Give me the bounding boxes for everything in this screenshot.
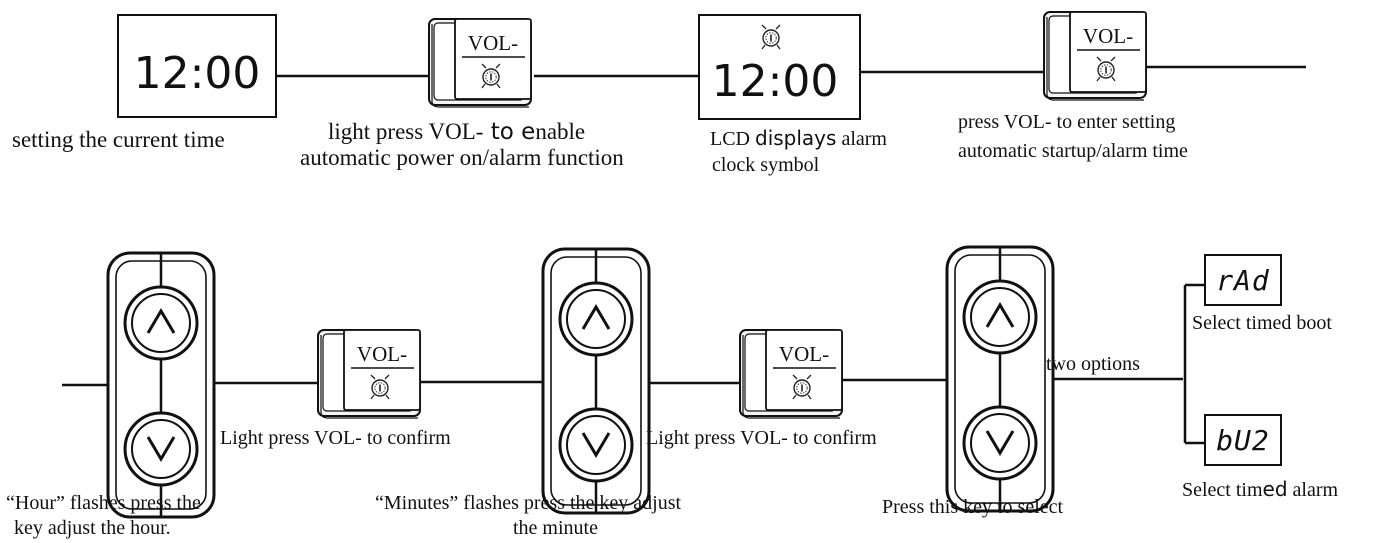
vol-key-label-1: VOL-	[468, 31, 518, 55]
caption-light-press-enable: light press VOL- to enable	[328, 120, 585, 145]
caption-lcd-line2: clock symbol	[712, 155, 819, 177]
caption-lcd-a: LCD	[710, 128, 755, 150]
lcd-time-1: 12:00	[134, 48, 261, 99]
option-2-label-c: alarm	[1288, 479, 1339, 501]
lcd-display-1: 12:00	[118, 15, 276, 117]
caption-hour-line2: key adjust the hour.	[14, 518, 171, 540]
lcd-display-2: 12:00	[699, 15, 860, 119]
vol-minus-key-2[interactable]: VOL-	[1044, 12, 1146, 100]
vol-key-label-3: VOL-	[357, 342, 407, 366]
option-1-display: rAd	[1216, 264, 1270, 297]
caption-light-press-b: to e	[483, 119, 535, 145]
caption-light-press-c: nable	[535, 119, 585, 144]
caption-two-options: two options	[1046, 354, 1140, 376]
vol-minus-key-3[interactable]: VOL-	[318, 330, 420, 418]
caption-press-enter-line1: press VOL- to enter setting	[958, 112, 1175, 134]
caption-press-enter-line2: automatic startup/alarm time	[958, 141, 1188, 163]
caption-confirm-2: Light press VOL- to confirm	[646, 428, 877, 450]
caption-lcd-b: displays	[755, 126, 836, 150]
caption-light-press-line2: automatic power on/alarm function	[300, 146, 624, 171]
vol-minus-key-1[interactable]: VOL-	[429, 19, 531, 107]
up-down-key-2[interactable]	[543, 249, 649, 513]
caption-minutes-line1: “Minutes” flashes press the key adjust	[375, 493, 681, 515]
caption-lcd-displays: LCD displays alarm	[710, 128, 887, 151]
option-2-label: Select timed alarm	[1182, 479, 1338, 502]
option-2-label-a: Select tim	[1182, 479, 1263, 501]
option-2-label-b: ed	[1263, 477, 1288, 501]
lcd-time-2: 12:00	[712, 56, 839, 107]
option-2-display: bU2	[1216, 424, 1270, 457]
vol-key-label-4: VOL-	[779, 342, 829, 366]
vol-minus-key-4[interactable]: VOL-	[740, 330, 842, 418]
option-display-bu2: bU2	[1205, 415, 1281, 465]
caption-light-press-a: light press VOL-	[328, 119, 483, 144]
up-down-key-3[interactable]	[947, 247, 1053, 511]
option-display-rad: rAd	[1205, 255, 1281, 305]
option-1-label: Select timed boot	[1192, 313, 1332, 335]
up-down-key-1[interactable]	[108, 253, 214, 517]
caption-hour-line1: “Hour” flashes press the	[6, 493, 201, 515]
caption-lcd-c: alarm	[836, 128, 887, 150]
caption-minutes-line2: the minute	[513, 518, 598, 540]
caption-confirm-1: Light press VOL- to confirm	[220, 428, 451, 450]
caption-setting-time: setting the current time	[12, 128, 225, 153]
caption-select: Press this key to select	[882, 497, 1063, 519]
vol-key-label-2: VOL-	[1083, 24, 1133, 48]
